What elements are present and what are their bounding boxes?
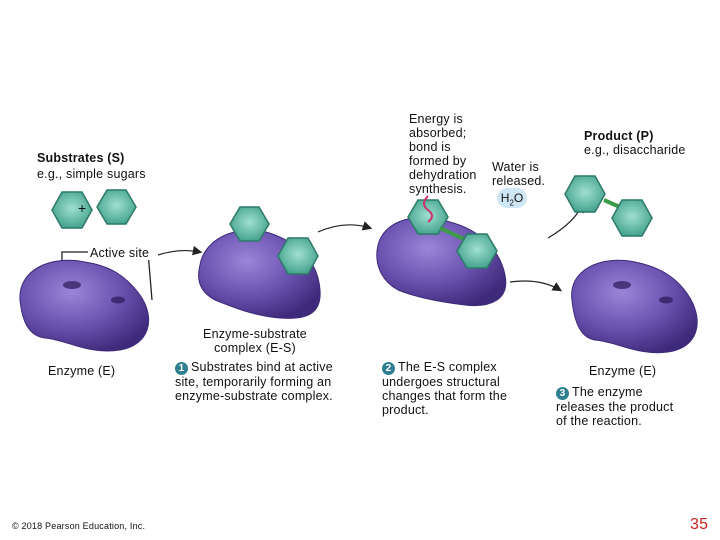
step-number-badge: 3 [556, 387, 569, 400]
energy-squiggle [423, 195, 433, 223]
es-complex-label: Enzyme-substrate complex (E-S) [203, 327, 307, 355]
substrate-hexagon [51, 191, 93, 229]
page-number: 35 [690, 516, 709, 533]
substrate-hexagon [407, 199, 449, 235]
step-number-badge: 2 [382, 362, 395, 375]
enzyme-shape [19, 259, 150, 352]
substrate-hexagon [96, 189, 137, 225]
substrate-hexagon [611, 199, 653, 237]
substrate-hexagon [564, 175, 606, 213]
product-title: Product (P) [584, 129, 654, 143]
step-number-badge: 1 [175, 362, 188, 375]
enzyme-label-left: Enzyme (E) [48, 364, 116, 378]
plus-sign: + [78, 200, 87, 216]
arrow-to-es-complex [157, 245, 203, 256]
product-example: e.g., disaccharide [584, 143, 686, 157]
bond-line [439, 226, 467, 242]
substrate-hexagon [277, 237, 319, 275]
enzyme-label-right: Enzyme (E) [589, 364, 657, 378]
substrate-hexagon [456, 233, 498, 269]
active-site-label: Active site [88, 246, 152, 260]
substrates-example: e.g., simple sugars [37, 167, 146, 181]
water-label: Water is released. [492, 160, 546, 188]
arrow-to-product-complex [317, 221, 373, 233]
energy-label: Energy is absorbed; bond is formed by de… [409, 112, 477, 196]
copyright-notice: © 2018 Pearson Education, Inc. [12, 521, 146, 531]
enzyme-shape [571, 259, 698, 354]
substrate-hexagon [229, 206, 270, 242]
arrow-to-enzyme-release [509, 280, 563, 292]
water-molecule-badge: H2O [497, 188, 527, 208]
substrates-title: Substrates (S) [37, 151, 125, 165]
